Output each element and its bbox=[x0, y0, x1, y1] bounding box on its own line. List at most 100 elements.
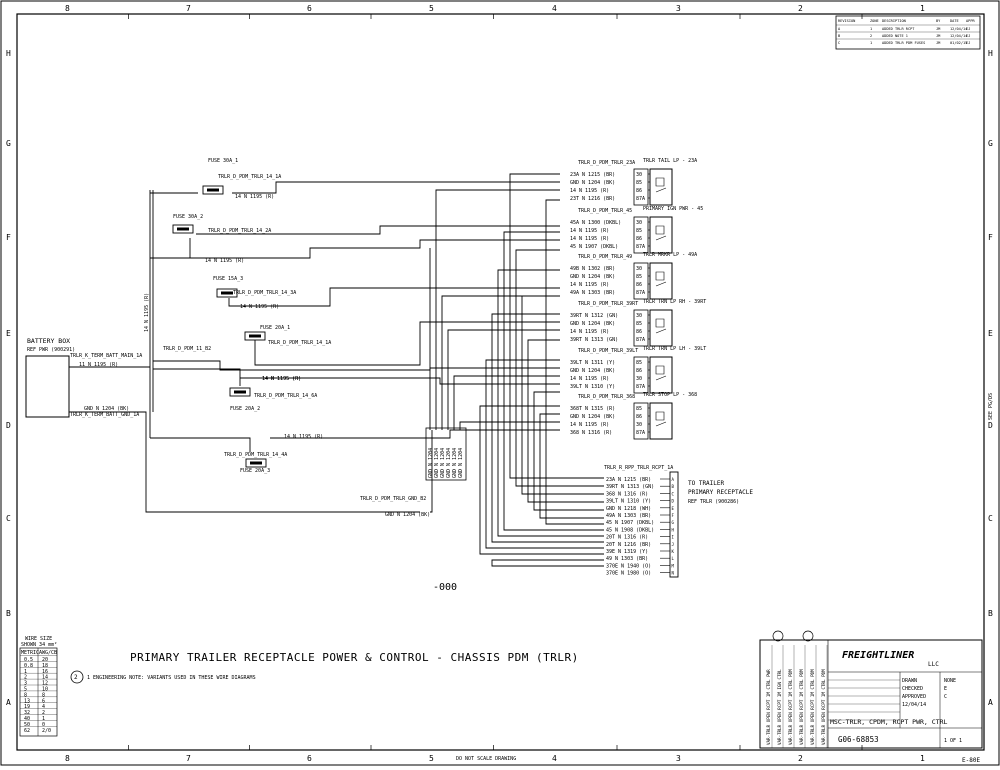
relay-pin: 87A bbox=[636, 430, 645, 436]
rcpt-pin-wire: 368 N 1316 (R) bbox=[606, 491, 648, 497]
relay-pin: 86 bbox=[636, 368, 642, 374]
variant-tag: VAR-TRLR OPEN RCPT 1M CTRL PDM bbox=[821, 669, 826, 745]
relay-name: PRIMARY IGN PWR - 45 bbox=[643, 206, 703, 212]
rev-cell: 01/02/15 bbox=[950, 41, 967, 45]
drawing-number: G06-68853 bbox=[838, 735, 879, 744]
side-note: SEE PG/DS bbox=[988, 393, 994, 420]
relay-wire: GND N 1204 (BK) bbox=[570, 414, 615, 420]
variant-bubble-2 bbox=[802, 630, 814, 642]
battery-box-label: BATTERY BOX bbox=[27, 337, 70, 345]
relay-name: TRLR TAIL LP - 23A bbox=[643, 158, 697, 164]
rcpt-pin-wire: 39LT N 1310 (Y) bbox=[606, 499, 651, 505]
wst-awg: 6 bbox=[42, 698, 45, 704]
zone-col-bottom-7: 7 bbox=[186, 754, 191, 763]
zone-col-bottom-2: 2 bbox=[798, 754, 803, 763]
batt-pwr-wire: 11 N 1195 (R) bbox=[79, 362, 118, 368]
rcpt-pin-wire: 39E N 1319 (Y) bbox=[606, 549, 648, 555]
fuse-connector: TRLR_D_PDM_TRLR_14_1A bbox=[218, 174, 281, 180]
rcpt-pin-wire: 20T N 1316 (R) bbox=[606, 535, 648, 541]
batt-main-conn: TRLR_K_TERM_BATT_MAIN_1A bbox=[70, 353, 142, 359]
wst-awg: 2/0 bbox=[42, 728, 51, 734]
zone-row-right-D: D bbox=[988, 421, 993, 430]
relay-pin: 87A bbox=[636, 290, 645, 296]
rcpt-pin-letter: J bbox=[672, 542, 674, 547]
relay-connector: TRLR_D_PDM_TRLR_23A bbox=[578, 160, 635, 166]
wst-awg: 10 bbox=[42, 687, 48, 693]
to-trailer-label: TO TRAILER bbox=[688, 480, 725, 487]
pdm-11-b2-conn: TRLR_D_PDM_11_B2 bbox=[163, 346, 211, 352]
wst-metric: 8 bbox=[24, 692, 27, 698]
fuse-connector: TRLR_D_PDM_TRLR_14_4A bbox=[224, 452, 287, 458]
rcpt-pin-letter: E bbox=[672, 506, 675, 511]
wst-metric: 3 bbox=[24, 681, 27, 687]
rev-cell: JM bbox=[936, 34, 941, 38]
note-bubble bbox=[70, 670, 84, 684]
company-logo: FREIGHTLINER bbox=[842, 650, 914, 661]
rcpt-pin-letter: G bbox=[672, 520, 675, 525]
wst-awg: 2 bbox=[42, 710, 45, 716]
relay-name: TRLR TRN LP LH - 39LT bbox=[643, 346, 706, 352]
batt-gnd-wire: GND N 1204 (BK) bbox=[84, 406, 129, 412]
relay-pin: 30 bbox=[636, 313, 642, 319]
zone-col-top-4: 4 bbox=[552, 4, 557, 13]
gnd-splice-label: GND N 1204 bbox=[428, 448, 434, 478]
rev-cell: 1 bbox=[870, 41, 872, 45]
rcpt-pin-wire: 49 N 1303 (BR) bbox=[606, 556, 648, 562]
relay-name: TRLR STOP LP - 368 bbox=[643, 392, 697, 398]
fuse-name: FUSE 30A_1 bbox=[208, 158, 238, 164]
wst-metric: 0.5 bbox=[24, 657, 33, 663]
fuse-name: FUSE 20A_3 bbox=[240, 468, 270, 474]
rev-cell: JM bbox=[936, 41, 941, 45]
relay-pin: 86 bbox=[636, 188, 642, 194]
bottom-note: DO NOT SCALE DRAWING bbox=[456, 756, 516, 762]
drawing-title: MSC-TRLR, CPDM, RCPT PWR, CTRL bbox=[830, 718, 947, 726]
fuse-wire: 14 N 1195 (R) bbox=[205, 258, 244, 264]
rev-header: DESCRIPTION bbox=[882, 19, 906, 23]
relay-wire: 14 N 1195 (R) bbox=[570, 329, 609, 335]
variant-tag: VAR-TRLR OPEN RCPT 1M IGN CTRL bbox=[777, 669, 782, 745]
rev-cell: EJ bbox=[966, 34, 970, 38]
wst-header-metric: METRIC bbox=[21, 650, 39, 656]
tb-drawn: DRAWN bbox=[902, 678, 917, 684]
relay-wire: 39RT N 1312 (GN) bbox=[570, 313, 618, 319]
wst-awg: 4 bbox=[42, 704, 45, 710]
rev-cell: 12/04/14 bbox=[950, 27, 967, 31]
rcpt-pin-wire: 49A N 1303 (BR) bbox=[606, 513, 651, 519]
wst-metric: 2 bbox=[24, 675, 27, 681]
gnd-splice-label: GND N 1204 bbox=[458, 448, 464, 478]
rev-header: APPR bbox=[966, 19, 975, 23]
tb-scale: NONE bbox=[944, 678, 956, 684]
rcpt-pin-letter: I bbox=[672, 535, 675, 540]
zone-row-left-E: E bbox=[6, 329, 11, 338]
wst-metric: 62 bbox=[24, 728, 30, 734]
rcpt-pin-letter: N bbox=[672, 571, 675, 576]
rcpt-pin-letter: D bbox=[672, 499, 675, 504]
tb-checked: CHECKED bbox=[902, 686, 923, 692]
relay-wire: GND N 1204 (BK) bbox=[570, 180, 615, 186]
fuse-wire: 14 N 1195 (R) bbox=[235, 194, 274, 200]
wst-awg: 20 bbox=[42, 657, 48, 663]
relay-wire: 368 N 1316 (R) bbox=[570, 430, 612, 436]
gnd-splice-label: GND N 1204 bbox=[446, 448, 452, 478]
relay-pin: 30 bbox=[636, 172, 642, 178]
zone-col-top-7: 7 bbox=[186, 4, 191, 13]
primary-receptacle-label: PRIMARY RECEPTACLE bbox=[688, 489, 753, 496]
fuse-wire: 14 N 1195 (R) bbox=[240, 304, 279, 310]
zone-col-top-6: 6 bbox=[307, 4, 312, 13]
zone-row-left-B: B bbox=[6, 609, 11, 618]
variant-tag: VAR-TRLR OPEN RCPT 1M CTRL PWR bbox=[766, 669, 771, 745]
relay-pin: 85 bbox=[636, 321, 642, 327]
wst-metric: 19 bbox=[24, 704, 30, 710]
fuse-name: FUSE 20A_2 bbox=[230, 406, 260, 412]
center-mark: -000 bbox=[433, 582, 457, 593]
rcpt-pin-wire: 45 N 1907 (DKBL) bbox=[606, 520, 654, 526]
zone-col-top-1: 1 bbox=[920, 4, 925, 13]
rev-cell: ADDED TRLR PDM FUSES bbox=[882, 41, 925, 45]
relay-wire: 39RT N 1313 (GN) bbox=[570, 337, 618, 343]
